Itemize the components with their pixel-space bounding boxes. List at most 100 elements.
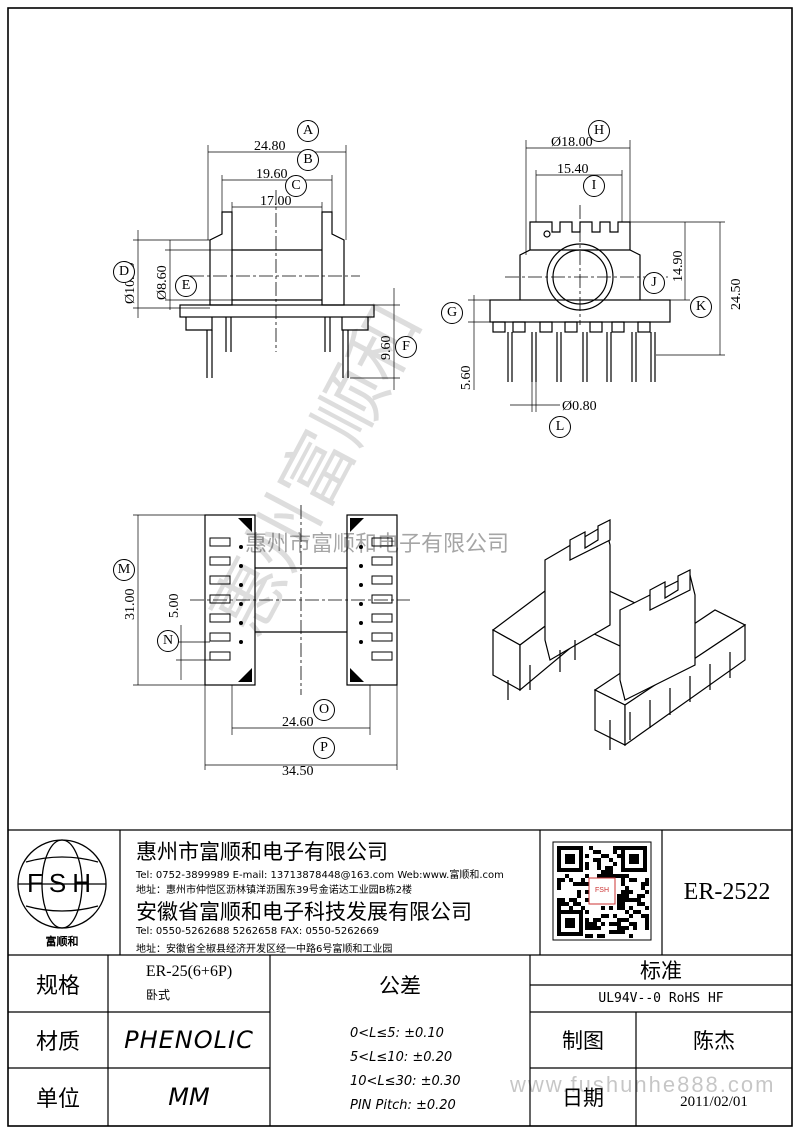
qr-module bbox=[581, 882, 585, 886]
qr-module bbox=[609, 858, 613, 862]
qr-module bbox=[557, 898, 561, 902]
watermark-center-text: 惠州市富顺和电子有限公司 bbox=[245, 531, 509, 556]
dim-g: 5.60 bbox=[459, 366, 474, 391]
qr-module bbox=[625, 890, 629, 894]
qr-module bbox=[633, 922, 637, 926]
unit-value: MM bbox=[168, 1083, 210, 1111]
qr-module bbox=[601, 874, 605, 878]
qr-module bbox=[629, 890, 633, 894]
qr-module bbox=[645, 918, 649, 922]
qr-module bbox=[625, 918, 629, 922]
qr-module bbox=[577, 894, 581, 898]
company-address-1: 地址：惠州市仲恺区沥林镇洋沥围东39号金诺达工业园B栋2楼 bbox=[136, 885, 412, 896]
material-label: 材质 bbox=[35, 1030, 80, 1055]
isometric-pins bbox=[507, 640, 731, 750]
qr-module bbox=[617, 846, 621, 850]
qr-module bbox=[617, 906, 621, 910]
qr-module bbox=[585, 934, 589, 938]
isometric-view bbox=[491, 519, 747, 747]
qr-module bbox=[621, 894, 625, 898]
dim-k: 24.50 bbox=[729, 279, 744, 311]
qr-module bbox=[609, 870, 613, 874]
qr-module bbox=[625, 926, 629, 930]
qr-module bbox=[597, 850, 601, 854]
qr-module bbox=[621, 898, 625, 902]
tolerance-label: 公差 bbox=[379, 974, 421, 998]
dim-h: Ø18.00 bbox=[551, 135, 593, 150]
qr-module bbox=[601, 906, 605, 910]
label-bubble-a: A bbox=[297, 120, 319, 142]
qr-module bbox=[633, 926, 637, 930]
qr-module bbox=[597, 934, 601, 938]
material-value: PHENOLIC bbox=[124, 1026, 254, 1054]
qr-module bbox=[629, 922, 633, 926]
title-block-grid bbox=[8, 829, 792, 1126]
qr-module bbox=[613, 914, 617, 918]
qr-module bbox=[621, 930, 625, 934]
qr-module bbox=[621, 890, 625, 894]
qr-module bbox=[585, 926, 589, 930]
qr-module bbox=[593, 918, 597, 922]
qr-module bbox=[593, 922, 597, 926]
qr-module bbox=[573, 898, 577, 902]
front-view bbox=[133, 145, 400, 390]
tolerance-item: PIN Pitch: ±0.20 bbox=[350, 1098, 456, 1113]
qr-module bbox=[641, 882, 645, 886]
qr-module bbox=[629, 934, 633, 938]
qr-module bbox=[561, 878, 565, 882]
dim-c: 17.00 bbox=[260, 194, 292, 209]
standard-label: 标准 bbox=[640, 959, 682, 983]
dim-f: 9.60 bbox=[379, 336, 394, 361]
qr-module bbox=[585, 922, 589, 926]
qr-module bbox=[581, 906, 585, 910]
qr-module bbox=[601, 922, 605, 926]
qr-module bbox=[565, 874, 569, 878]
tolerance-item: 5<L≤10: ±0.20 bbox=[350, 1050, 453, 1065]
tolerance-item: 10<L≤30: ±0.30 bbox=[350, 1074, 461, 1089]
standard-value: UL94V--0 RoHS HF bbox=[598, 991, 724, 1006]
qr-module bbox=[621, 906, 625, 910]
qr-module bbox=[557, 878, 561, 882]
qr-module bbox=[605, 874, 609, 878]
qr-module bbox=[637, 910, 641, 914]
qr-module bbox=[617, 922, 621, 926]
tolerance-item: 0<L≤5: ±0.10 bbox=[350, 1026, 444, 1041]
qr-module bbox=[585, 898, 589, 902]
label-bubble-g: G bbox=[441, 302, 463, 324]
qr-module bbox=[633, 910, 637, 914]
qr-module bbox=[609, 866, 613, 870]
qr-module bbox=[613, 862, 617, 866]
qr-module bbox=[585, 890, 589, 894]
qr-module bbox=[633, 878, 637, 882]
qr-module bbox=[629, 898, 633, 902]
qr-module bbox=[589, 922, 593, 926]
qr-module bbox=[609, 874, 613, 878]
qr-module bbox=[617, 902, 621, 906]
qr-module bbox=[625, 874, 629, 878]
qr-module bbox=[621, 926, 625, 930]
label-bubble-l: L bbox=[549, 416, 571, 438]
spec-value: ER-25(6+6P) bbox=[145, 963, 233, 980]
qr-module bbox=[605, 914, 609, 918]
qr-module bbox=[585, 866, 589, 870]
qr-module bbox=[613, 922, 617, 926]
qr-module bbox=[585, 882, 589, 886]
qr-module bbox=[637, 902, 641, 906]
qr-module bbox=[625, 894, 629, 898]
qr-module bbox=[569, 878, 573, 882]
qr-module bbox=[601, 934, 605, 938]
spec-label: 规格 bbox=[35, 973, 80, 999]
qr-module bbox=[617, 854, 621, 858]
company-name-2: 安徽省富顺和电子科技发展有限公司 bbox=[136, 900, 472, 924]
qr-module bbox=[617, 898, 621, 902]
qr-module bbox=[645, 926, 649, 930]
qr-module bbox=[565, 902, 569, 906]
label-bubble-f: F bbox=[395, 336, 417, 358]
qr-module bbox=[601, 870, 605, 874]
qr-module bbox=[625, 898, 629, 902]
qr-module bbox=[613, 850, 617, 854]
qr-module bbox=[613, 846, 617, 850]
qr-module bbox=[597, 858, 601, 862]
company-address-2: 地址：安徽省全椒县经济开发区经一中路6号富顺和工业园 bbox=[136, 944, 393, 955]
